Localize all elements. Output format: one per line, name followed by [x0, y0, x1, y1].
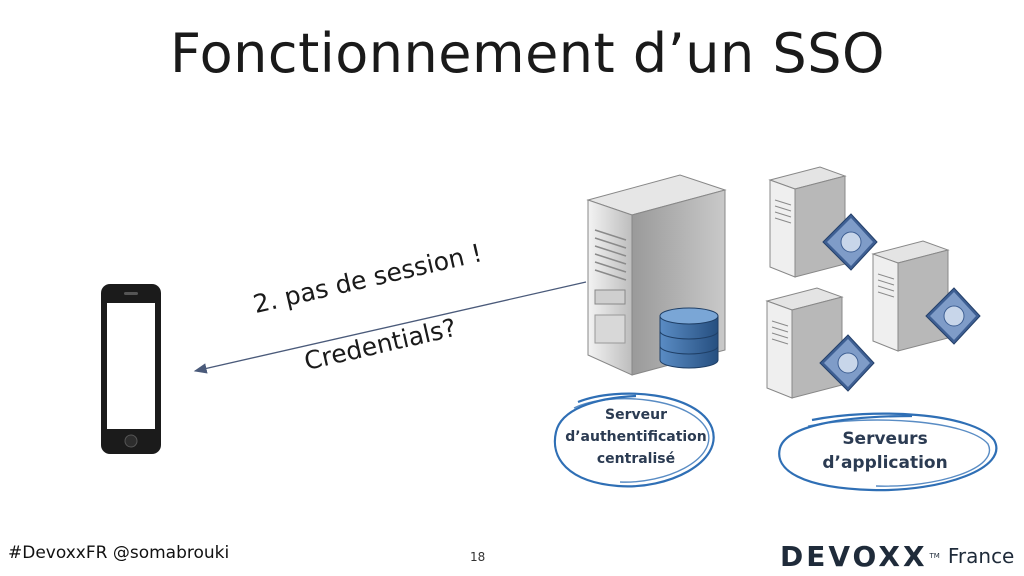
devoxx-logo: DEVOXX TM France [780, 539, 1015, 573]
logo-brand: DEVOXX [780, 539, 928, 573]
auth-server-circle [553, 392, 715, 488]
database-icon [659, 307, 719, 369]
app-server-icon [871, 240, 981, 352]
logo-tm: TM [929, 552, 940, 560]
app-servers-circle [778, 412, 998, 492]
page-number: 18 [470, 550, 486, 564]
slide-title: Fonctionnement d’un SSO [170, 22, 885, 85]
logo-region: France [947, 544, 1015, 568]
app-server-icon [768, 166, 878, 278]
phone-icon [101, 284, 161, 454]
footer-hashtag: #DevoxxFR @somabrouki [8, 543, 230, 563]
auth-server-label: Serveur d’authentification centralisé [565, 407, 707, 467]
app-server-icon [765, 287, 875, 399]
app-servers-label: Serveurs d’application [822, 429, 948, 473]
